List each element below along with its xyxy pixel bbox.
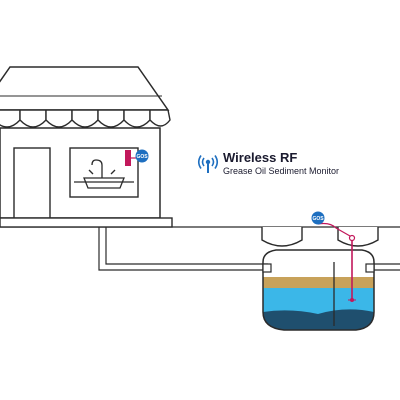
roof <box>0 66 170 111</box>
faucet-icon <box>88 159 116 178</box>
display-unit <box>125 150 131 166</box>
inlet-fitting <box>262 263 272 273</box>
tank-device-badge <box>311 211 325 225</box>
door <box>13 147 51 219</box>
access-riser-right <box>337 227 379 247</box>
wireless-signal-icon <box>197 155 219 173</box>
awning <box>0 109 171 128</box>
building-foundation <box>0 217 173 228</box>
sink-basin <box>83 177 125 189</box>
grease-layer <box>263 277 374 288</box>
restaurant-building <box>0 66 173 228</box>
store-device-badge-label: GOS <box>136 154 148 160</box>
grease-trap-tank <box>261 227 379 331</box>
outlet-fitting <box>365 263 375 273</box>
drain-pipe <box>98 227 268 271</box>
store-device-badge <box>135 149 149 163</box>
diagram-title: Wireless RF <box>223 150 298 165</box>
access-riser-left <box>261 227 303 247</box>
diagram-subtitle: Grease Oil Sediment Monitor <box>223 166 340 176</box>
sediment-layer <box>263 309 374 330</box>
tank-device-badge-label: GOS <box>312 216 324 222</box>
title-block: Wireless RF Grease Oil Sediment Monitor <box>196 150 396 186</box>
tank-outline <box>262 249 375 331</box>
outlet-pipe <box>374 263 400 271</box>
